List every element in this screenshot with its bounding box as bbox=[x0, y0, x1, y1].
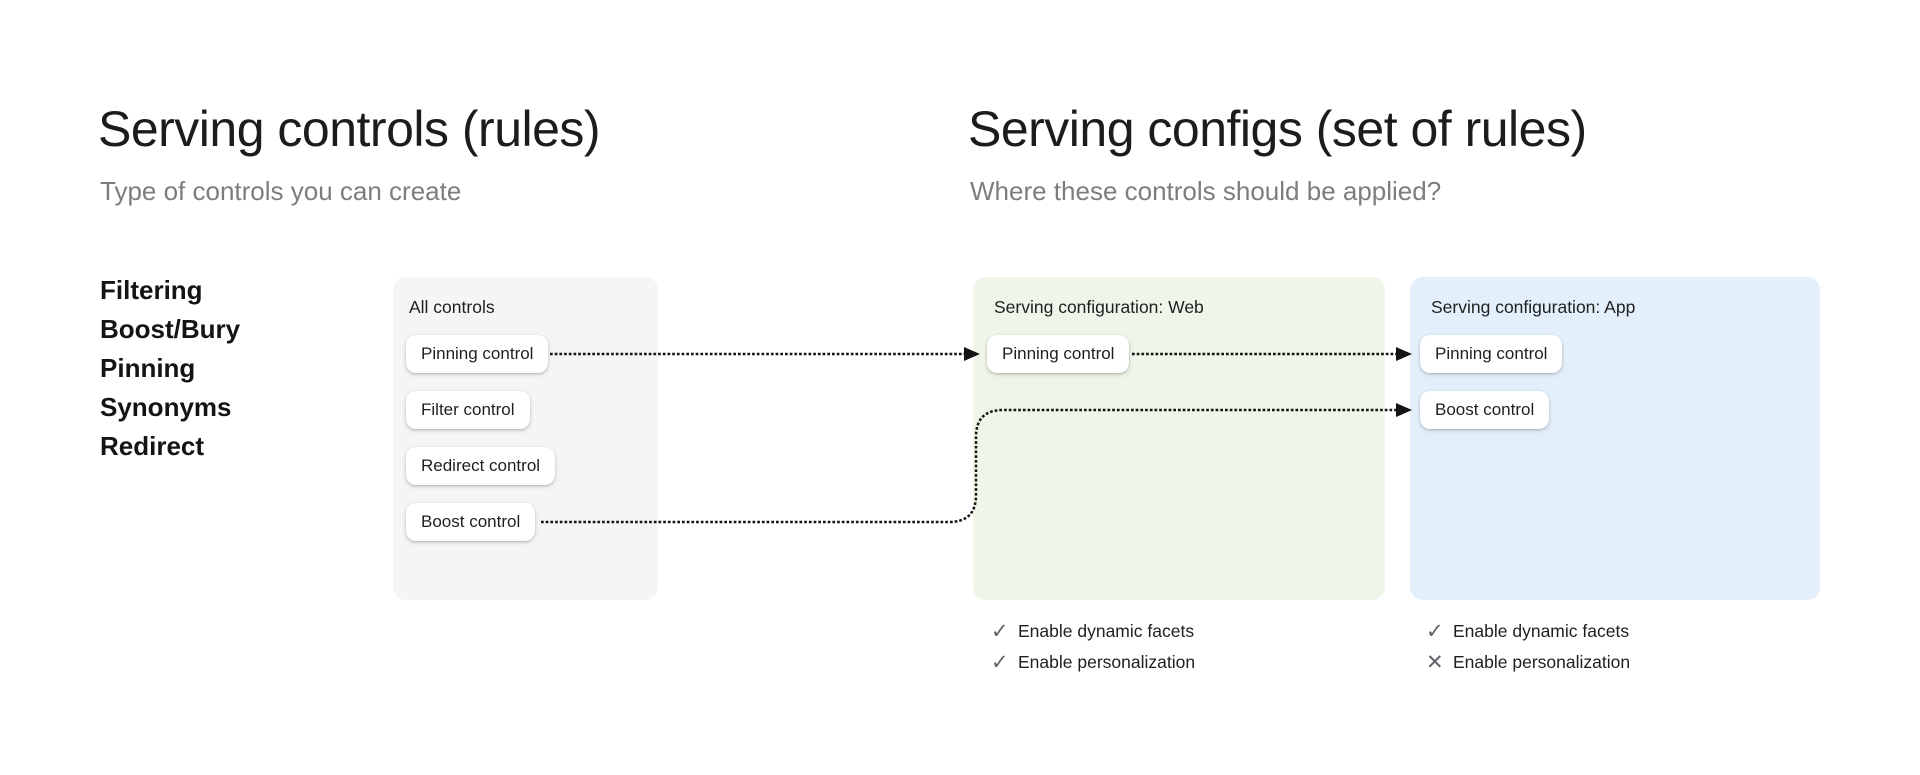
left-section-subtitle: Type of controls you can create bbox=[100, 176, 462, 206]
check-icon: ✓ bbox=[1426, 620, 1444, 643]
chip-pinning-control-source: Pinning control bbox=[406, 335, 549, 373]
feature-label: Enable dynamic facets bbox=[1453, 621, 1630, 641]
app-config-feature-list: ✓ Enable dynamic facets ✕ Enable persona… bbox=[1426, 616, 1630, 678]
web-config-feature-list: ✓ Enable dynamic facets ✓ Enable persona… bbox=[991, 616, 1195, 678]
control-type-redirect: Redirect bbox=[100, 431, 205, 461]
chip-boost-control-app: Boost control bbox=[1420, 391, 1550, 429]
app-config-card-title: Serving configuration: App bbox=[1431, 297, 1636, 317]
check-icon: ✓ bbox=[991, 651, 1009, 674]
chip-redirect-control-source: Redirect control bbox=[406, 447, 556, 485]
right-section-subtitle: Where these controls should be applied? bbox=[970, 176, 1442, 206]
control-type-pinning: Pinning bbox=[100, 353, 196, 383]
feature-row: ✓ Enable dynamic facets bbox=[991, 616, 1195, 647]
all-controls-card-title: All controls bbox=[409, 297, 495, 317]
feature-row: ✕ Enable personalization bbox=[1426, 647, 1630, 678]
chip-filter-control-source: Filter control bbox=[406, 391, 530, 429]
feature-label: Enable dynamic facets bbox=[1018, 621, 1195, 641]
feature-row: ✓ Enable personalization bbox=[991, 647, 1195, 678]
all-controls-card: All controls Pinning control Filter cont… bbox=[393, 277, 658, 600]
right-section-title: Serving configs (set of rules) bbox=[968, 101, 1587, 157]
chip-pinning-control-app: Pinning control bbox=[1420, 335, 1563, 373]
feature-label: Enable personalization bbox=[1453, 652, 1631, 672]
control-type-boost-bury: Boost/Bury bbox=[100, 314, 241, 344]
web-config-card: Serving configuration: Web Pinning contr… bbox=[973, 277, 1385, 600]
control-type-list: Filtering Boost/Bury Pinning Synonyms Re… bbox=[100, 271, 240, 466]
control-type-filtering: Filtering bbox=[100, 275, 203, 305]
web-config-card-title: Serving configuration: Web bbox=[994, 297, 1204, 317]
control-type-synonyms: Synonyms bbox=[100, 392, 232, 422]
feature-label: Enable personalization bbox=[1018, 652, 1196, 672]
chip-boost-control-source: Boost control bbox=[406, 503, 536, 541]
chip-pinning-control-web: Pinning control bbox=[987, 335, 1130, 373]
x-icon: ✕ bbox=[1426, 651, 1444, 674]
left-section-title: Serving controls (rules) bbox=[98, 101, 601, 157]
app-config-card: Serving configuration: App Pinning contr… bbox=[1410, 277, 1820, 600]
check-icon: ✓ bbox=[991, 620, 1009, 643]
feature-row: ✓ Enable dynamic facets bbox=[1426, 616, 1630, 647]
